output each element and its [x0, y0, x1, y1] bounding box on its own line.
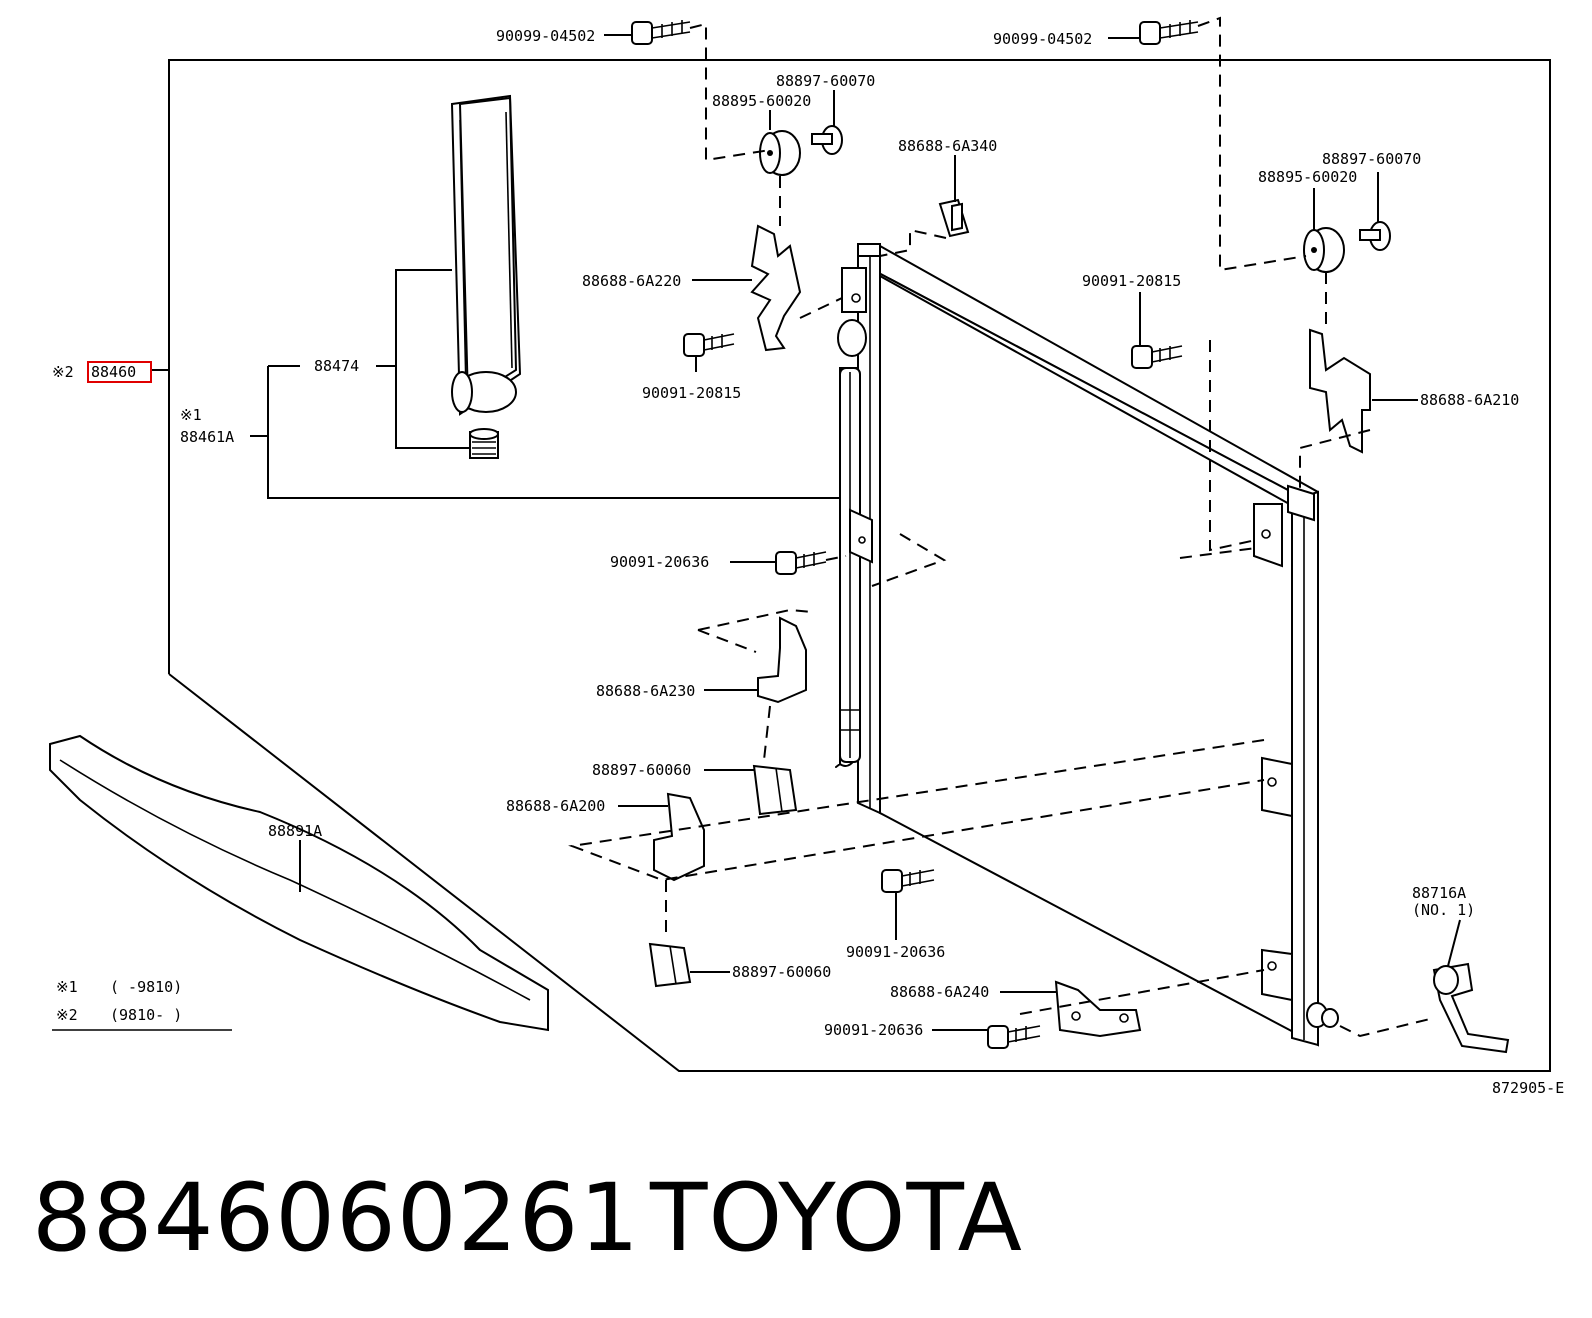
highlight-box: [87, 361, 152, 383]
bracket-6a230: [757, 616, 807, 704]
filter-element: [450, 94, 522, 459]
bolt-20636-low: [881, 869, 935, 893]
bolt-top-left: [631, 20, 691, 45]
bolt-top-right: [1139, 20, 1199, 45]
label-cushion-left[interactable]: 88895-60020: [712, 92, 811, 110]
bracket-6a240: [1054, 980, 1142, 1038]
bracket-6a200: [653, 792, 705, 882]
label-bolt-20636-low[interactable]: 90091-20636: [846, 943, 945, 961]
cushion-left: [759, 130, 801, 176]
block-60060-lower: [648, 942, 692, 988]
label-bolt-20815-right[interactable]: 90091-20815: [1082, 272, 1181, 290]
label-block-60060-lower[interactable]: 88897-60060: [732, 963, 831, 981]
note-1-mark: ※1: [56, 978, 78, 996]
note-1-range: ( -9810): [110, 978, 182, 996]
footer-part-number: 8846060261: [32, 1164, 640, 1273]
label-receiver-part[interactable]: 88461A: [180, 428, 234, 446]
receiver-drier: [835, 367, 873, 768]
label-bracket-6a210[interactable]: 88688-6A210: [1420, 391, 1519, 409]
pin-left: [811, 125, 843, 155]
label-pin-right[interactable]: 88897-60070: [1322, 150, 1421, 168]
leader-lines: [52, 34, 1461, 1031]
label-receiver-mark: ※1: [180, 406, 202, 424]
bolt-20815-left: [683, 333, 735, 357]
bracket-6a210: [1309, 328, 1371, 454]
label-bolt-right-top[interactable]: 90099-04502: [993, 30, 1092, 48]
note-2-range: (9810- ): [110, 1006, 182, 1024]
label-condenser-mark: ※2: [52, 363, 74, 381]
pin-right: [1359, 221, 1391, 251]
condenser-core: [837, 243, 1339, 1047]
footer-brand: TOYOTA: [649, 1164, 1023, 1273]
bolt-20636-bottom: [987, 1025, 1041, 1049]
part-labels: 90099-04502 90099-04502 88897-60070 8889…: [52, 27, 1564, 1097]
label-bolt-20636-bottom[interactable]: 90091-20636: [824, 1021, 923, 1039]
clip-6a340: [938, 198, 970, 238]
assembly-frame: [168, 59, 1551, 1072]
label-clip-6a340[interactable]: 88688-6A340: [898, 137, 997, 155]
tube-88716a: [1432, 962, 1510, 1054]
label-receiver-assy[interactable]: 88474: [314, 357, 359, 375]
label-cushion-right[interactable]: 88895-60020: [1258, 168, 1357, 186]
label-seal-88891a[interactable]: 88891A: [268, 822, 322, 840]
assembly-dashed-lines: [568, 16, 1435, 1038]
label-bracket-6a200[interactable]: 88688-6A200: [506, 797, 605, 815]
notes: ※1 ( -9810) ※2 (9810- ): [56, 978, 182, 1024]
label-bracket-6a220[interactable]: 88688-6A220: [582, 272, 681, 290]
label-block-60060-upper[interactable]: 88897-60060: [592, 761, 691, 779]
note-2-mark: ※2: [56, 1006, 78, 1024]
cushion-right: [1303, 227, 1345, 273]
label-tube-88716a[interactable]: 88716A: [1412, 884, 1466, 902]
label-bracket-6a240[interactable]: 88688-6A240: [890, 983, 989, 1001]
label-condenser-part[interactable]: 88460: [91, 363, 136, 381]
bolt-20815-right: [1131, 345, 1183, 369]
label-tube-no: (NO. 1): [1412, 901, 1475, 919]
label-bolt-20815-left[interactable]: 90091-20815: [642, 384, 741, 402]
label-bolt-20636-mid[interactable]: 90091-20636: [610, 553, 709, 571]
bolt-20636-mid: [775, 551, 827, 575]
bracket-6a220: [750, 224, 802, 352]
label-pin-left[interactable]: 88897-60070: [776, 72, 875, 90]
block-60060-upper: [752, 764, 798, 816]
label-bolt-left-top[interactable]: 90099-04502: [496, 27, 595, 45]
label-bracket-6a230[interactable]: 88688-6A230: [596, 682, 695, 700]
diagram-code: 872905-E: [1492, 1079, 1564, 1097]
